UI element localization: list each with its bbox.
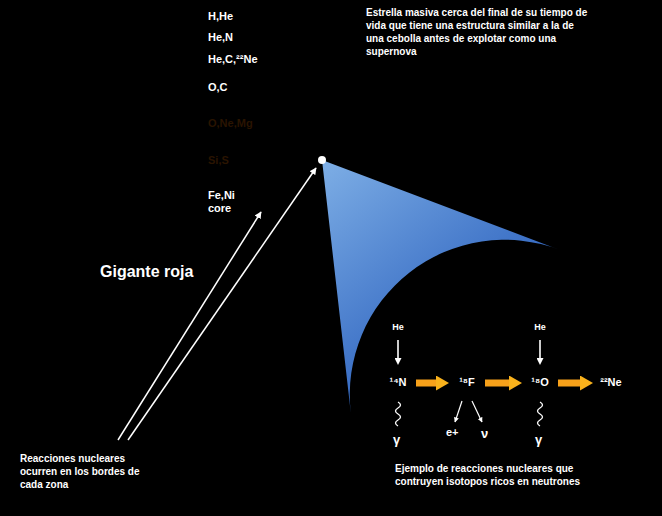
nucleus-circle: ¹⁸F xyxy=(450,366,484,400)
label-anchor: ν xyxy=(481,426,488,442)
focus-dot xyxy=(318,156,326,164)
nucleus-label: He xyxy=(392,322,404,333)
inset-caption: Ejemplo de reacciones nucleares que cont… xyxy=(395,462,610,488)
shell-band xyxy=(140,150,284,232)
shell-band xyxy=(140,113,300,232)
shell-label: O,C xyxy=(208,81,228,94)
nucleus-body xyxy=(595,367,627,399)
shell-layer: O,Ne,MgSi,S Fe,Ni core xyxy=(140,113,300,232)
nucleus-body xyxy=(451,367,483,399)
nucleus-ring xyxy=(454,370,480,396)
nucleus-label: ¹⁴N xyxy=(389,376,406,389)
leader-line xyxy=(128,168,316,440)
nucleus-body xyxy=(524,367,556,399)
annotation-text: Reacciones nucleares ocurren en los bord… xyxy=(20,452,160,491)
shell-label: He,C,²²Ne xyxy=(208,53,258,66)
sphere-label: Gigante roja xyxy=(100,262,193,281)
label-anchor: γ xyxy=(393,432,400,448)
nucleus-body xyxy=(529,316,551,338)
nucleus-circle: ²²Ne xyxy=(594,366,628,400)
red-giant-sphere: Gigante roja H,HeHe,N He,C,²²NeO,C O,Ne,MgS… xyxy=(55,6,375,494)
reaction-arrow xyxy=(416,380,436,387)
annotation-text: γ xyxy=(535,432,542,448)
nucleus-label: He xyxy=(534,322,546,333)
shell-layer: O,C O,Ne,MgSi,S Fe,Ni core xyxy=(140,77,316,232)
inset-circle: Ejemplo de reacciones nucleares que cont… xyxy=(350,240,660,516)
nucleus-ring xyxy=(532,319,548,335)
reaction-arrow xyxy=(558,380,580,387)
nucleus-circle: He xyxy=(386,315,410,339)
nucleus-label: ²²Ne xyxy=(600,376,621,389)
nucleus-circle: ¹⁸O xyxy=(523,366,557,400)
shell-band xyxy=(140,185,264,232)
shell-label: O,Ne,Mg xyxy=(208,117,253,130)
inset-ring xyxy=(351,241,659,516)
shell-layer: He,N He,C,²²NeO,C O,Ne,MgSi,S Fe,Ni core xyxy=(140,27,340,232)
nucleus-ring xyxy=(527,370,553,396)
shell-layer: He,C,²²NeO,C O,Ne,MgSi,S Fe,Ni core xyxy=(140,49,328,232)
gamma-wave xyxy=(538,402,543,426)
annotation-text: γ xyxy=(393,432,400,448)
label-anchor: γ xyxy=(535,432,542,448)
label-anchor: Reacciones nucleares ocurren en los bord… xyxy=(20,452,160,491)
reaction-arrow xyxy=(485,380,509,387)
shell-label: H,He xyxy=(208,10,233,23)
reaction-arrow xyxy=(397,340,399,358)
annotation-text: Estrella masiva cerca del final de su ti… xyxy=(366,6,594,58)
label-anchor: Estrella masiva cerca del final de su ti… xyxy=(366,6,594,58)
nucleus-ring xyxy=(385,370,411,396)
shell-band xyxy=(140,49,328,232)
annotation-text: ν xyxy=(481,426,488,442)
leader-line xyxy=(118,212,261,440)
nucleus-circle: ¹⁴N xyxy=(381,366,415,400)
sphere-body xyxy=(55,6,375,494)
emission-line xyxy=(472,401,482,422)
shell-layer-outline xyxy=(140,185,264,232)
label-anchor: e+ xyxy=(446,426,459,439)
annotation-text: e+ xyxy=(446,426,459,439)
shell-band xyxy=(140,6,352,232)
nucleus-body xyxy=(382,367,414,399)
shell-layer: Fe,Ni core xyxy=(140,185,264,232)
shell-label: Fe,Ni core xyxy=(208,189,246,215)
red-giant-sphere-outline xyxy=(55,6,375,494)
nucleus-label: ¹⁸O xyxy=(531,376,548,389)
nucleus-ring xyxy=(390,319,406,335)
shell-band xyxy=(140,27,340,232)
shell-layer: Si,S Fe,Ni core xyxy=(140,150,284,232)
shell-label: He,N xyxy=(208,31,233,44)
nucleus-label: ¹⁸F xyxy=(459,376,475,389)
emission-line xyxy=(455,401,462,422)
shell-label: Si,S xyxy=(208,154,229,167)
nucleus-body xyxy=(387,316,409,338)
shell-layer: H,HeHe,N He,C,²²NeO,C O,Ne,MgSi,S Fe,Ni cor… xyxy=(140,6,352,232)
nucleus-circle: He xyxy=(528,315,552,339)
shell-band xyxy=(140,77,316,232)
magnifier-cone xyxy=(322,160,560,413)
nucleus-ring xyxy=(598,370,624,396)
reaction-arrow xyxy=(539,340,541,358)
gamma-wave xyxy=(396,402,401,426)
shell-layer-outline xyxy=(140,49,328,232)
